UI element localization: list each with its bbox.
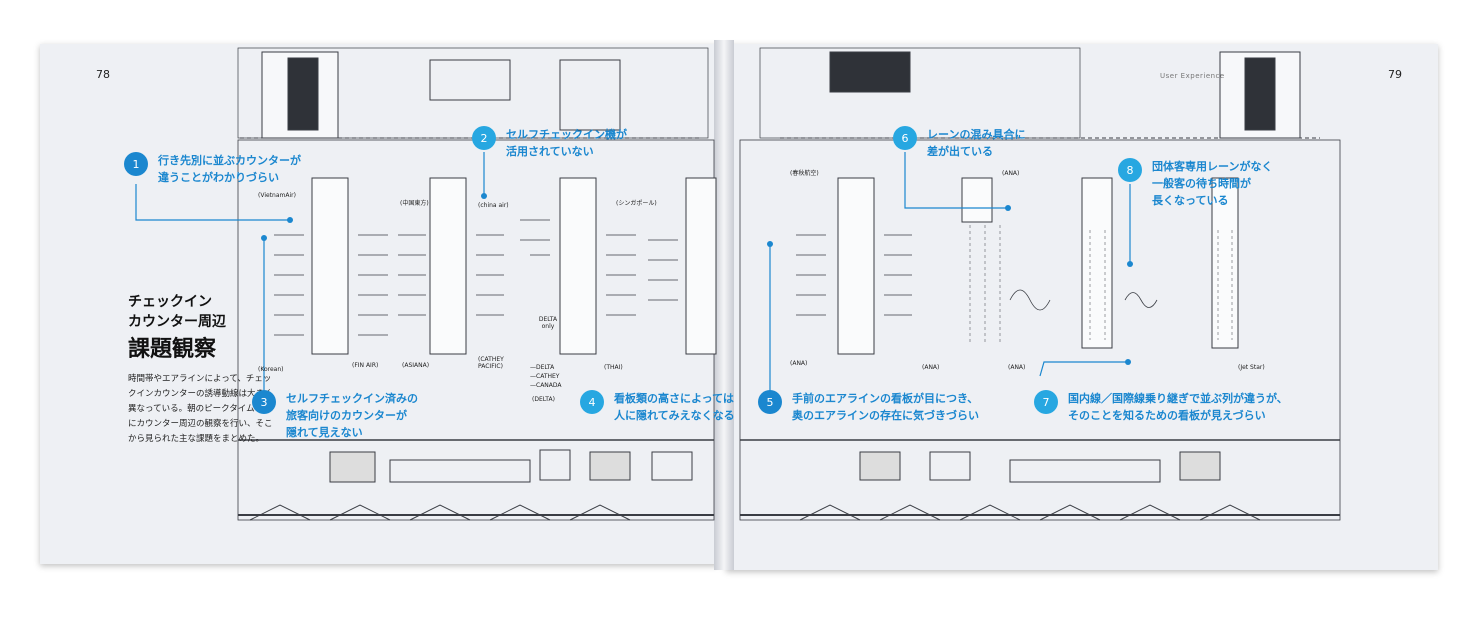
callout-text: 看板類の高さによっては 人に隠れてみえなくなる bbox=[614, 392, 735, 422]
title-line-1: チェックイン bbox=[128, 294, 212, 310]
legend-delta: —DELTA bbox=[530, 364, 555, 371]
callout-6: 6 レーンの混み具合に 差が出ている bbox=[893, 126, 1025, 160]
label-ana-3: (ANA) bbox=[1002, 170, 1020, 177]
label-ana-2: (ANA) bbox=[922, 364, 940, 371]
label-jetstar: (Jet Star) bbox=[1238, 364, 1265, 371]
callout-badge: 7 bbox=[1034, 390, 1058, 414]
callout-badge: 4 bbox=[580, 390, 604, 414]
label-ana-4: (ANA) bbox=[1008, 364, 1026, 371]
intro-paragraph: 時間帯やエアラインによって、チェックインカウンターの誘導動線は大きく異なっている… bbox=[128, 374, 273, 444]
book-spine bbox=[714, 40, 734, 570]
label-chinaeastern: (中国東方) bbox=[400, 200, 429, 207]
callout-badge: 6 bbox=[893, 126, 917, 150]
callout-text: セルフチェックイン機が 活用されていない bbox=[506, 128, 627, 158]
callout-1: 1 行き先別に並ぶカウンターが 違うことがわかりづらい bbox=[124, 152, 301, 186]
page-number-left: 78 bbox=[96, 68, 110, 81]
label-vietnamair: (VietnamAir) bbox=[258, 192, 296, 199]
label-ana-1: (ANA) bbox=[790, 360, 808, 367]
label-chinaair: (china air) bbox=[478, 202, 509, 209]
callout-5: 5 手前のエアラインの看板が目につき、 奥のエアラインの存在に気づきづらい bbox=[758, 390, 979, 424]
label-thai: (THAI) bbox=[604, 364, 623, 371]
label-springairlines: (春秋航空) bbox=[790, 170, 819, 177]
page-number-right: 79 bbox=[1388, 68, 1402, 81]
callout-text: 国内線／国際線乗り継ぎで並ぶ列が違うが、 そのことを知るための看板が見えづらい bbox=[1068, 392, 1288, 422]
label-finnair: (FIN AIR) bbox=[352, 362, 379, 369]
callout-3: 3 セルフチェックイン済みの 旅客向けのカウンターが 隠れて見えない bbox=[252, 390, 418, 441]
title-main: 課題観察 bbox=[128, 337, 217, 362]
section-title: チェックイン カウンター周辺 課題観察 bbox=[128, 292, 226, 366]
callout-badge: 5 bbox=[758, 390, 782, 414]
callout-badge: 3 bbox=[252, 390, 276, 414]
callout-2: 2 セルフチェックイン機が 活用されていない bbox=[472, 126, 627, 160]
legend-cathey: —CATHEY bbox=[530, 373, 560, 380]
label-cathay: (CATHEY PACIFIC) bbox=[478, 356, 504, 370]
label-korean: (Korean) bbox=[258, 366, 284, 373]
callout-badge: 8 bbox=[1118, 158, 1142, 182]
section-header: User Experience bbox=[1160, 72, 1225, 80]
callout-text: レーンの混み具合に 差が出ている bbox=[927, 128, 1026, 158]
title-line-2: カウンター周辺 bbox=[128, 314, 226, 330]
callout-badge: 2 bbox=[472, 126, 496, 150]
callout-text: 行き先別に並ぶカウンターが 違うことがわかりづらい bbox=[158, 154, 301, 184]
callout-text: 手前のエアラインの看板が目につき、 奥のエアラインの存在に気づきづらい bbox=[792, 392, 979, 422]
callout-8: 8 団体客専用レーンがなく 一般客の待ち時間が 長くなっている bbox=[1118, 158, 1272, 209]
label-singapore: (シンガポール) bbox=[616, 200, 657, 207]
callout-text: セルフチェックイン済みの 旅客向けのカウンターが 隠れて見えない bbox=[286, 392, 418, 439]
label-delta-only: DELTA only bbox=[538, 316, 558, 330]
callout-text: 団体客専用レーンがなく 一般客の待ち時間が 長くなっている bbox=[1152, 160, 1273, 207]
legend-canada: —CANADA bbox=[530, 382, 562, 389]
callout-badge: 1 bbox=[124, 152, 148, 176]
callout-7: 7 国内線／国際線乗り継ぎで並ぶ列が違うが、 そのことを知るための看板が見えづら… bbox=[1034, 390, 1288, 424]
label-asiana: (ASIANA) bbox=[402, 362, 430, 369]
label-delta: (DELTA) bbox=[532, 396, 555, 403]
callout-4: 4 看板類の高さによっては 人に隠れてみえなくなる bbox=[580, 390, 735, 424]
